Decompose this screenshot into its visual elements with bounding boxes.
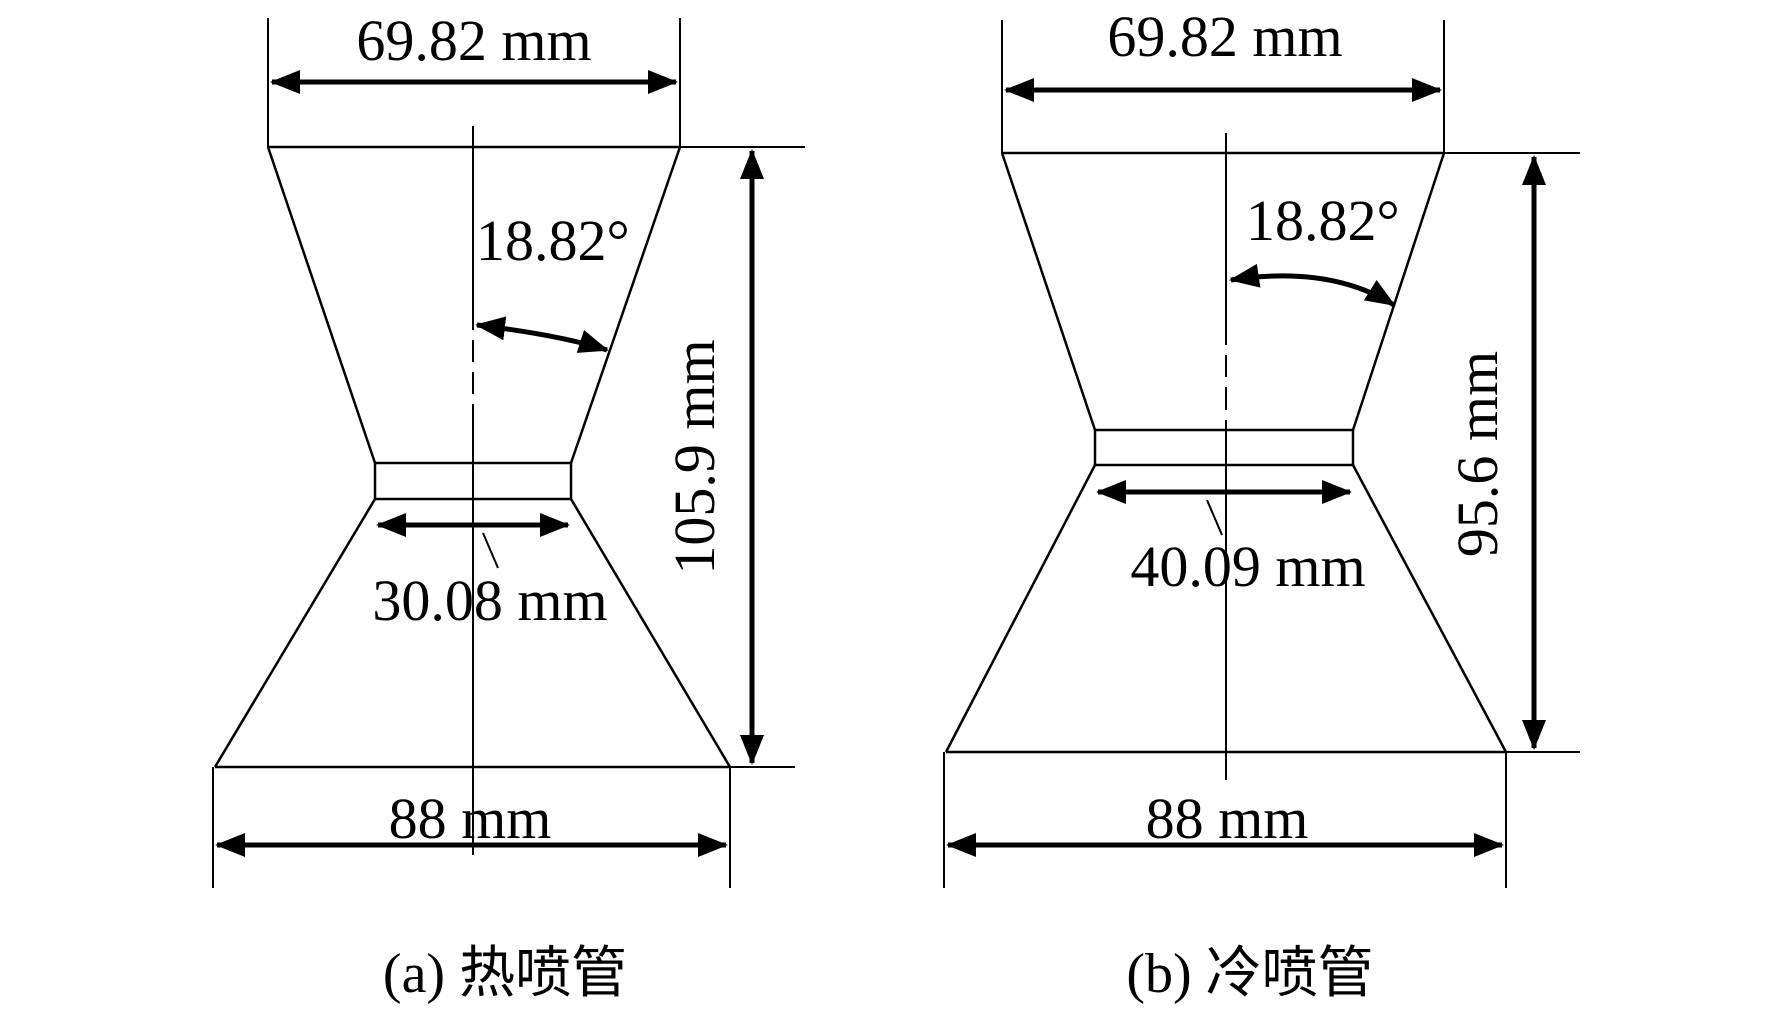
throat-label-a: 30.08 mm xyxy=(372,568,607,633)
angle-dimension-b: 18.82° xyxy=(1229,188,1400,308)
figure-a-hot-nozzle: 69.82 mm 18.82° 30.08 mm 105.9 mm 88 mm xyxy=(212,8,805,1005)
top-width-label-a: 69.82 mm xyxy=(356,8,591,73)
height-dimension-b: 95.6 mm xyxy=(1444,152,1580,753)
nozzle-b-outline xyxy=(944,151,1508,754)
top-width-dimension-b: 69.82 mm xyxy=(1001,4,1445,153)
angle-dimension-a: 18.82° xyxy=(475,208,630,353)
top-width-label-b: 69.82 mm xyxy=(1107,4,1342,69)
angle-label-a: 18.82° xyxy=(476,208,630,273)
figure-b-cold-nozzle: 69.82 mm 18.82° 40.09 mm 95.6 mm 88 mm (… xyxy=(943,4,1580,1005)
bottom-width-label-a: 88 mm xyxy=(389,786,552,851)
bottom-width-label-b: 88 mm xyxy=(1146,786,1309,851)
caption-a: (a) 热喷管 xyxy=(383,943,627,1005)
bottom-width-dimension-a: 88 mm xyxy=(212,767,731,888)
throat-label-b: 40.09 mm xyxy=(1130,534,1365,599)
bottom-width-dimension-b: 88 mm xyxy=(943,752,1507,888)
height-label-a: 105.9 mm xyxy=(662,339,727,574)
caption-b: (b) 冷喷管 xyxy=(1126,943,1373,1005)
height-label-b: 95.6 mm xyxy=(1445,351,1510,557)
top-width-dimension-a: 69.82 mm xyxy=(267,8,681,147)
height-dimension-a: 105.9 mm xyxy=(662,146,805,768)
nozzle-a-outline xyxy=(213,145,732,769)
throat-dimension-b: 40.09 mm xyxy=(1096,480,1366,599)
angle-label-b: 18.82° xyxy=(1246,188,1400,253)
throat-dimension-a: 30.08 mm xyxy=(372,513,608,633)
